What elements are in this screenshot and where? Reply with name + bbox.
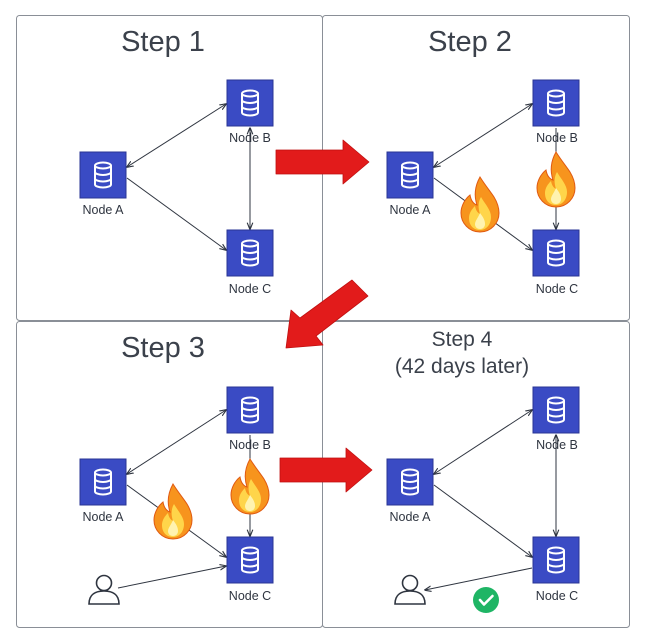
- checkmark-icon: [473, 587, 499, 613]
- step4-diagram: Node A Node B Node C: [386, 386, 580, 613]
- node-a-icon: [79, 151, 127, 199]
- fire-icon: [536, 151, 576, 208]
- edge-c-user: [425, 567, 533, 590]
- panel-step2: [322, 15, 630, 321]
- node-c-icon: [226, 536, 274, 584]
- arrow-down-left-icon: [285, 279, 369, 349]
- arrow-right-icon: [275, 139, 370, 185]
- node-a-icon: [386, 458, 434, 506]
- panel-step3: [16, 321, 323, 628]
- node-b-label: Node B: [229, 438, 271, 452]
- fire-icon: [153, 483, 193, 540]
- node-c-label: Node C: [536, 282, 578, 296]
- node-a-label: Node A: [389, 510, 431, 524]
- node-a-icon: [386, 151, 434, 199]
- user-icon: [88, 574, 120, 605]
- node-b-icon: [226, 79, 274, 127]
- step1-diagram: Node A Node B Node C: [79, 79, 274, 296]
- node-c-icon: [226, 229, 274, 277]
- edge-b-a: [127, 410, 226, 474]
- step2-title: Step 2: [428, 26, 512, 58]
- node-a-icon: [79, 458, 127, 506]
- edge-a-c: [126, 177, 226, 250]
- arrow-right-icon: [279, 447, 373, 493]
- step2-diagram: Node A Node B Node C: [386, 79, 580, 296]
- edge-b-a: [434, 104, 532, 167]
- node-b-label: Node B: [229, 131, 271, 145]
- node-b-icon: [532, 79, 580, 127]
- node-b-icon: [226, 386, 274, 434]
- step4-subtitle: (42 days later): [395, 355, 529, 378]
- fire-icon: [230, 458, 270, 515]
- node-c-label: Node C: [229, 589, 271, 603]
- node-b-label: Node B: [536, 131, 578, 145]
- step3-title: Step 3: [121, 332, 205, 364]
- edge-b-a: [127, 104, 226, 167]
- node-a-label: Node A: [389, 203, 431, 217]
- node-b-label: Node B: [536, 438, 578, 452]
- node-c-label: Node C: [229, 282, 271, 296]
- user-icon: [394, 574, 426, 605]
- node-c-icon: [532, 229, 580, 277]
- node-a-label: Node A: [82, 203, 124, 217]
- edge-b-a: [434, 410, 532, 474]
- node-b-icon: [532, 386, 580, 434]
- node-c-icon: [532, 536, 580, 584]
- node-c-label: Node C: [536, 589, 578, 603]
- edge-a-c: [433, 484, 532, 557]
- fire-icon: [460, 176, 500, 233]
- step1-title: Step 1: [121, 26, 205, 58]
- step3-diagram: Node A Node B Node C: [79, 386, 274, 605]
- node-a-label: Node A: [82, 510, 124, 524]
- step4-title: Step 4: [432, 328, 493, 351]
- edge-user-c: [117, 566, 226, 589]
